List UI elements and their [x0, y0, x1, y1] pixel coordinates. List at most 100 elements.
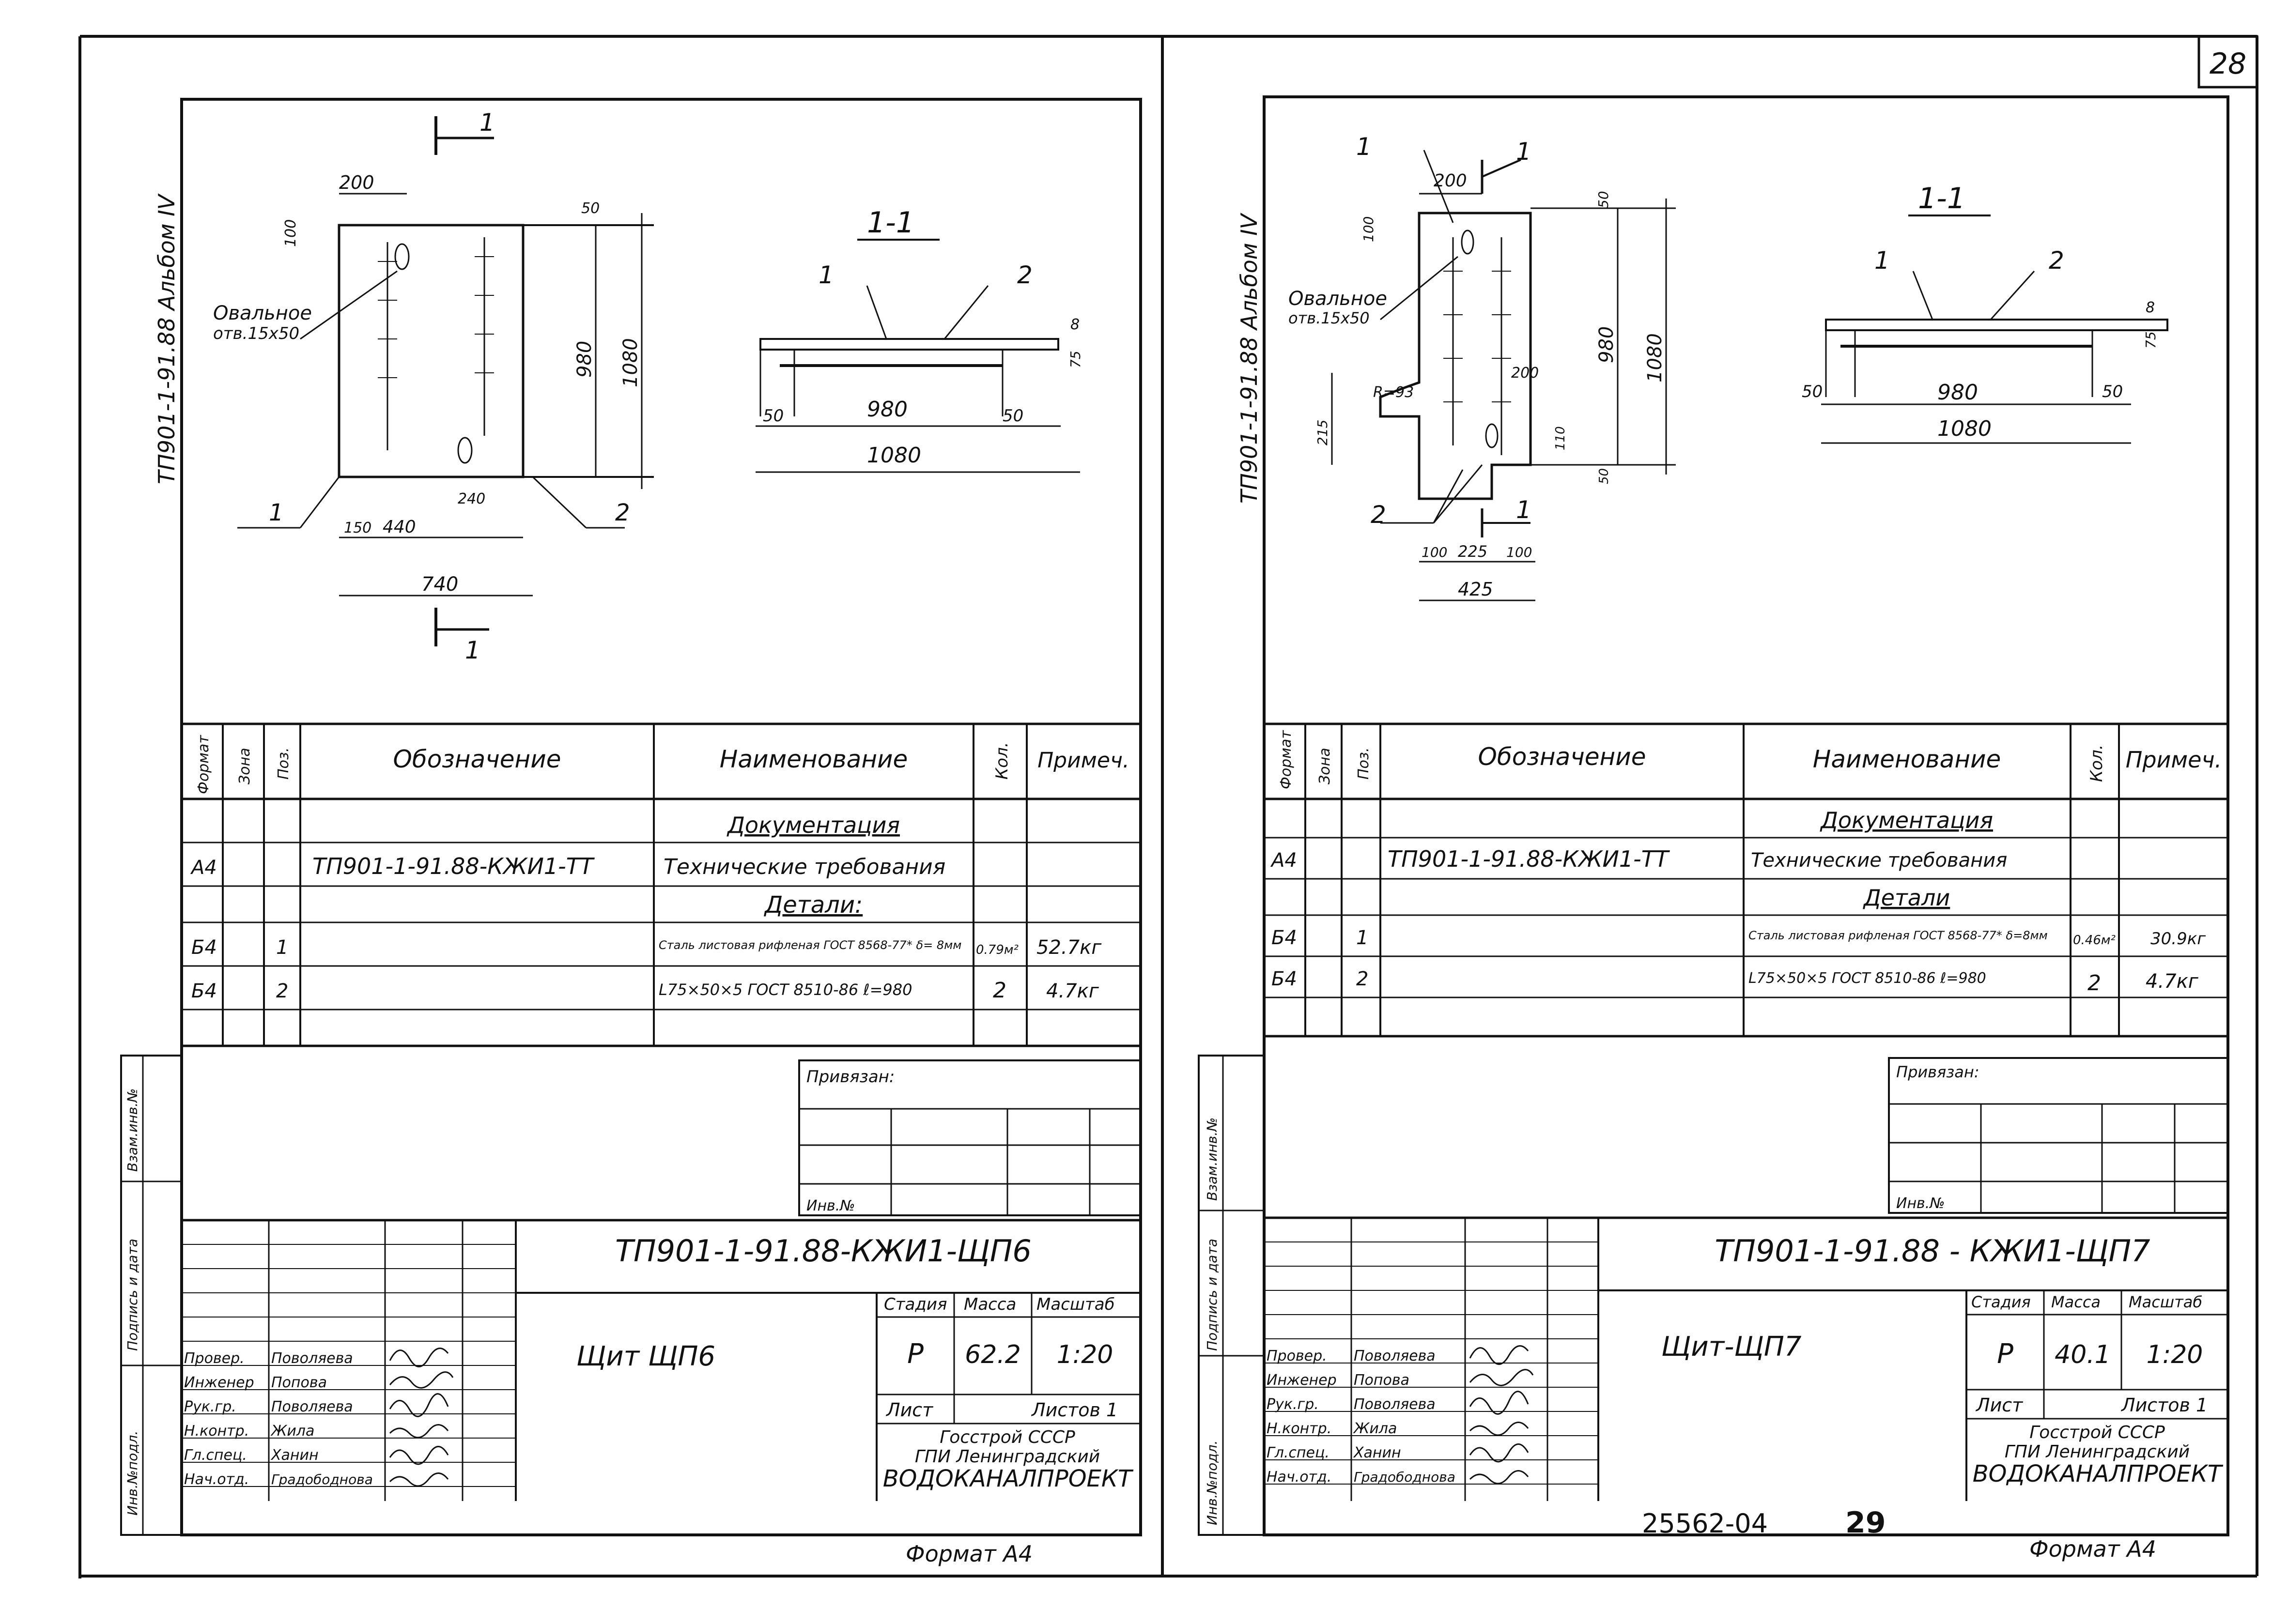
left-dim-740: 740	[421, 573, 458, 596]
right-plan-ribs	[1443, 230, 1511, 455]
right-row4-qty: 2	[2087, 971, 2101, 996]
right-hole-note-1: Овальное	[1288, 288, 1387, 310]
left-role-1: Инженер	[184, 1374, 254, 1391]
left-sheet-label: Лист	[885, 1399, 934, 1421]
right-org1: Госстрой СССР	[2029, 1423, 2165, 1442]
left-linked-box: Привязан: Инв.№	[798, 1059, 1142, 1216]
left-row3-format: Б4	[191, 936, 217, 959]
left-name-2: Поволяева	[271, 1398, 353, 1415]
left-sheet-format: Формат А4	[906, 1541, 1033, 1567]
left-plan-ribs	[378, 237, 494, 464]
right-hole-note-2: отв.15х50	[1288, 309, 1370, 327]
left-signatures	[389, 1348, 454, 1487]
left-row3-name: Сталь листовая рифленая ГОСТ 8568-77* δ=…	[659, 938, 961, 952]
left-section-pos1: 1	[819, 261, 834, 289]
right-th-pos: Поз.	[1355, 748, 1372, 780]
left-plan-view: 1 1 Овальное отв.15х50 1 2 200 100 50 98…	[213, 108, 654, 664]
right-dim-1080: 1080	[1644, 333, 1666, 383]
left-th-note: Примеч.	[1037, 748, 1129, 773]
right-name-0: Поволяева	[1354, 1348, 1436, 1364]
right-th-qty: Кол.	[2087, 745, 2106, 782]
left-pos1-label: 1	[269, 499, 284, 526]
left-row3-pos: 1	[276, 936, 288, 959]
right-dim-200: 200	[1434, 171, 1467, 191]
right-role-1: Инженер	[1267, 1372, 1337, 1389]
right-doc-number: ТП901-1-91.88 - КЖИ1-ЩП7	[1715, 1233, 2150, 1269]
left-section-mark-top: 1	[479, 108, 495, 137]
right-dim-100c: 100	[1506, 544, 1532, 560]
right-linked-label: Привязан:	[1896, 1063, 1979, 1081]
right-scale: 1:20	[2147, 1340, 2203, 1369]
left-th-designation: Обозначение	[393, 745, 561, 773]
right-row4-format: Б4	[1271, 968, 1297, 990]
right-mass-label: Масса	[2051, 1293, 2101, 1311]
left-sheets-label: Листов 1	[1031, 1399, 1118, 1421]
left-hole-note-1: Овальное	[213, 302, 312, 324]
left-side-label-0: Инв.№подл.	[124, 1431, 140, 1516]
right-dim-r: R=93	[1373, 384, 1414, 401]
left-name-1: Попова	[271, 1374, 327, 1391]
footer-page: 29	[1845, 1506, 1886, 1540]
right-dim-225: 225	[1458, 542, 1487, 561]
left-dim-440: 440	[383, 517, 416, 537]
right-dim-100: 100	[1360, 216, 1376, 242]
right-side-label-2: Взам.инв.№	[1204, 1118, 1220, 1201]
right-dim-100b: 100	[1422, 544, 1447, 560]
right-row1-designation: ТП901-1-91.88-КЖИ1-ТТ	[1388, 846, 1670, 872]
right-sheet: ТП901-1-91.88 Альбом IV	[1198, 95, 2229, 1562]
left-album-label: ТП901-1-91.88 Альбом IV	[154, 193, 180, 484]
right-dim-980: 980	[1595, 326, 1618, 363]
left-scale: 1:20	[1057, 1340, 1113, 1369]
left-role-0: Провер.	[184, 1350, 245, 1367]
left-row1-name: Технические требования	[664, 855, 945, 879]
left-stage-label: Стадия	[884, 1295, 947, 1314]
right-dim-425: 425	[1458, 579, 1493, 600]
left-name-5: Градободнова	[271, 1471, 373, 1487]
left-sheet: ТП901-1-91.88 Альбом IV	[120, 98, 1142, 1567]
left-section-d1080: 1080	[867, 443, 921, 468]
right-section-d50b: 50	[2102, 382, 2123, 401]
right-side-strip: Инв.№подл. Подпись и дата Взам.инв.№	[1198, 1055, 1265, 1536]
page-number: 28	[2210, 47, 2246, 81]
left-mass: 62.2	[965, 1340, 1021, 1369]
right-org3: ВОДОКАНАЛПРОЕКТ	[1973, 1460, 2224, 1487]
right-role-4: Гл.спец.	[1267, 1444, 1330, 1461]
right-role-5: Нач.отд.	[1267, 1469, 1331, 1486]
left-role-4: Гл.спец.	[184, 1447, 247, 1464]
left-section-d8: 8	[1070, 316, 1080, 333]
left-org2: ГПИ Ленинградский	[915, 1447, 1100, 1467]
left-sheet-frame	[180, 98, 1142, 1536]
right-row1-format: А4	[1270, 849, 1297, 872]
left-side-label-2: Взам.инв.№	[124, 1088, 140, 1172]
right-sheet-label: Лист	[1975, 1394, 2024, 1416]
left-row2-name: Детали:	[764, 891, 863, 919]
right-section-view: 1-1 1 2 50 980 50 1080 8 75	[1802, 182, 2168, 444]
right-row4-name: L75×50×5 ГОСТ 8510-86 ℓ=980	[1748, 970, 1986, 987]
left-section-d50a: 50	[763, 406, 784, 426]
left-section-d980: 980	[867, 397, 908, 422]
right-stage-label: Стадия	[1971, 1293, 2031, 1311]
left-section-d75: 75	[1067, 351, 1083, 368]
right-org2: ГПИ Ленинградский	[2005, 1442, 2190, 1462]
right-scale-label: Масштаб	[2129, 1293, 2202, 1311]
left-dim-150: 150	[344, 520, 371, 536]
right-th-name: Наименование	[1813, 745, 2001, 773]
left-linked-label: Привязан:	[806, 1067, 895, 1087]
right-pos1-label: 1	[1356, 133, 1372, 161]
right-row0-name: Документация	[1820, 807, 1993, 833]
left-row4-note: 4.7кг	[1046, 980, 1099, 1002]
right-linked-box: Привязан: Инв.№	[1888, 1057, 2229, 1214]
left-th-pos: Поз.	[275, 748, 292, 780]
left-row3-note: 52.7кг	[1036, 936, 1102, 959]
left-title-block: ТП901-1-91.88-КЖИ1-ЩП6 Щит ЩП6 Стадия Ма…	[182, 1219, 1141, 1501]
right-album-label: ТП901-1-91.88 Альбом IV	[1236, 212, 1262, 504]
right-section-d1080: 1080	[1937, 416, 1992, 441]
right-dim-50b: 50	[1597, 468, 1611, 484]
left-scale-label: Масштаб	[1036, 1295, 1115, 1314]
left-section-pos2: 2	[1017, 261, 1033, 289]
left-th-format: Формат	[195, 735, 212, 794]
left-row1-designation: ТП901-1-91.88-КЖИ1-ТТ	[312, 853, 595, 879]
right-section-d50a: 50	[1802, 382, 1823, 401]
right-row2-name: Детали	[1863, 885, 1950, 911]
right-pos2-label: 2	[1371, 501, 1386, 529]
